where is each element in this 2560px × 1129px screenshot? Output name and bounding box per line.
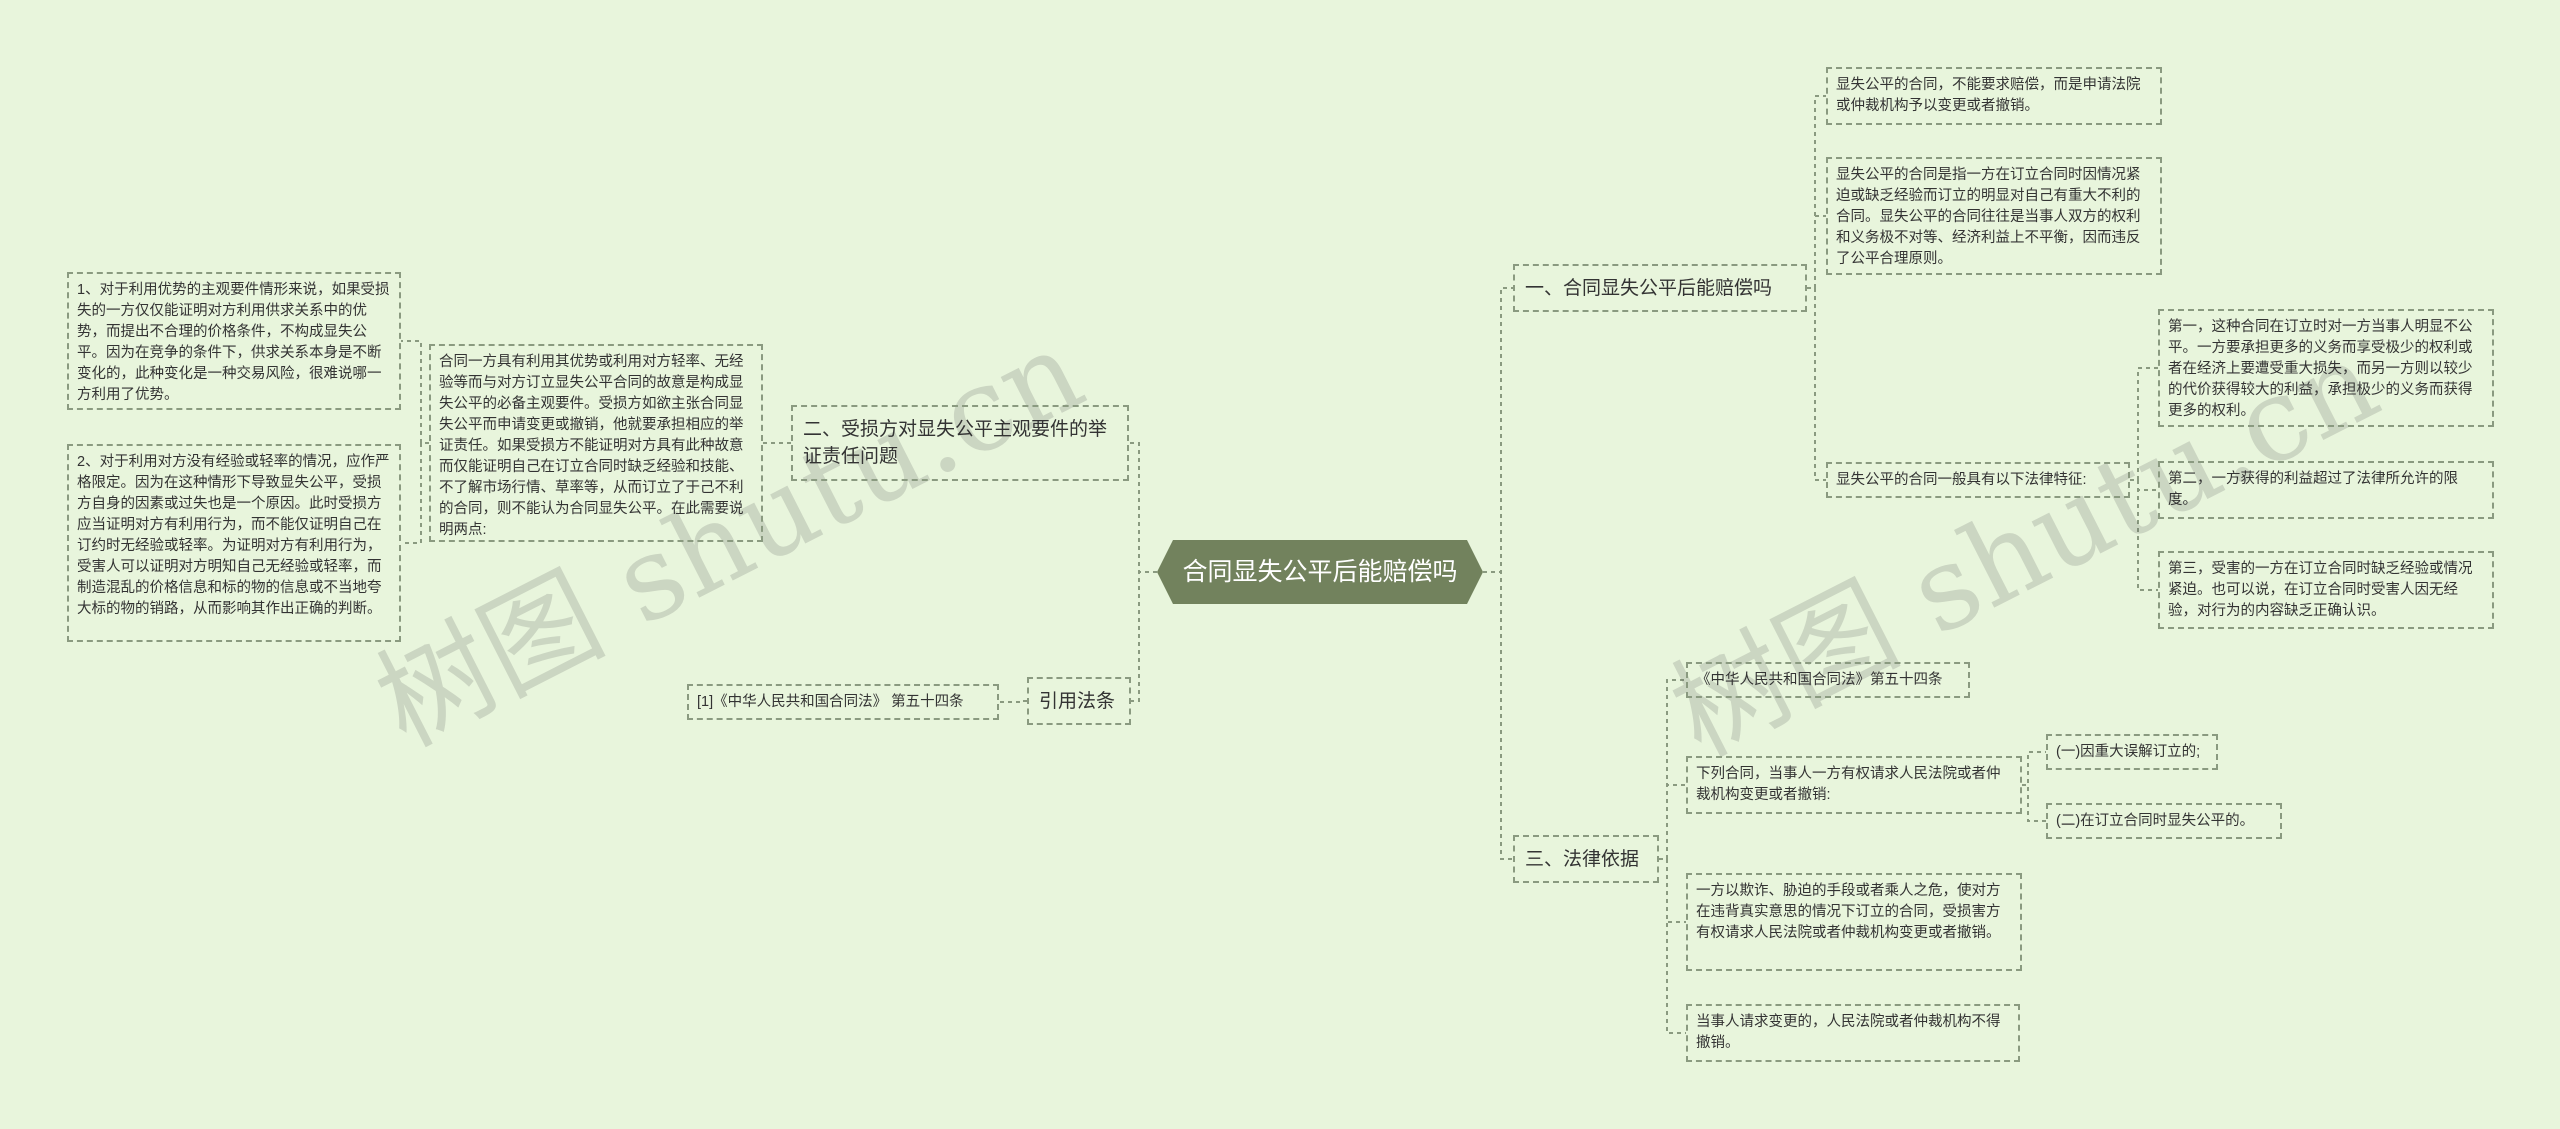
leaf-node-obvious-unfairness[interactable]: (二)在订立合同时显失公平的。 bbox=[2046, 803, 2282, 839]
leaf-node-no-compensation[interactable]: 显失公平的合同，不能要求赔偿，而是申请法院或仲裁机构予以变更或者撤销。 bbox=[1826, 67, 2162, 125]
leaf-node-fraud-duress[interactable]: 一方以欺诈、胁迫的手段或者乘人之危，使对方在违背真实意思的情况下订立的合同，受损… bbox=[1686, 873, 2022, 971]
link-b2c1-1 bbox=[401, 442, 429, 544]
link-root-right-1 bbox=[1483, 571, 1513, 860]
leaf-node-feature-second[interactable]: 第二，一方获得的利益超过了法律所允许的限度。 bbox=[2158, 461, 2494, 519]
branch-node-compensation[interactable]: 一、合同显失公平后能赔偿吗 bbox=[1513, 264, 1807, 312]
branch-node-legal-basis[interactable]: 三、法律依据 bbox=[1513, 835, 1659, 883]
link-b1c3-2 bbox=[2130, 479, 2158, 591]
leaf-node-point-two[interactable]: 2、对于利用对方没有经验或轻率的情况，应作严格限定。因为在这种情形下导致显失公平… bbox=[67, 444, 401, 642]
leaf-node-subjective-element[interactable]: 合同一方具有利用其优势或利用对方轻率、无经验等而与对方订立显失公平合同的故意是构… bbox=[429, 344, 763, 542]
leaf-node-definition[interactable]: 显失公平的合同是指一方在订立合同时因情况紧迫或缺乏经验而订立的明显对自己有重大不… bbox=[1826, 157, 2162, 275]
root-node[interactable]: 合同显失公平后能赔偿吗 bbox=[1157, 540, 1483, 604]
leaf-node-change-request[interactable]: 当事人请求变更的，人民法院或者仲裁机构不得撤销。 bbox=[1686, 1004, 2020, 1062]
link-b3-3 bbox=[1659, 858, 1686, 1034]
link-b3-2 bbox=[1659, 858, 1686, 923]
link-root-left-0 bbox=[1129, 442, 1157, 573]
link-b4-0 bbox=[999, 700, 1027, 703]
link-b3-0 bbox=[1659, 679, 1686, 860]
link-b1c3-0 bbox=[2130, 367, 2158, 481]
leaf-node-feature-first[interactable]: 第一，这种合同在订立时对一方当事人明显不公平。一方要承担更多的义务而享受极少的权… bbox=[2158, 309, 2494, 427]
leaf-node-article-54[interactable]: 《中华人民共和国合同法》第五十四条 bbox=[1686, 662, 1970, 698]
link-b1-2 bbox=[1807, 287, 1826, 481]
branch-node-cited-laws[interactable]: 引用法条 bbox=[1027, 677, 1131, 725]
branch-node-burden-of-proof[interactable]: 二、受损方对显失公平主观要件的举证责任问题 bbox=[791, 405, 1129, 481]
leaf-node-citation[interactable]: [1]《中华人民共和国合同法》 第五十四条 bbox=[687, 684, 999, 720]
link-b3c2-0 bbox=[2022, 751, 2046, 786]
leaf-node-point-one[interactable]: 1、对于利用优势的主观要件情形来说，如果受损失的一方仅仅能证明对方利用供求关系中… bbox=[67, 272, 401, 410]
link-b3c2-1 bbox=[2022, 784, 2046, 822]
leaf-node-legal-features[interactable]: 显失公平的合同一般具有以下法律特征: bbox=[1826, 462, 2130, 498]
link-root-left-1 bbox=[1131, 571, 1157, 702]
link-root-right-0 bbox=[1483, 287, 1513, 573]
leaf-node-contracts-list[interactable]: 下列合同，当事人一方有权请求人民法院或者仲裁机构变更或者撤销: bbox=[1686, 756, 2022, 814]
leaf-node-major-misunderstanding[interactable]: (一)因重大误解订立的; bbox=[2046, 734, 2218, 770]
leaf-node-feature-third[interactable]: 第三，受害的一方在订立合同时缺乏经验或情况紧迫。也可以说，在订立合同时受害人因无… bbox=[2158, 551, 2494, 629]
link-b1-1 bbox=[1807, 215, 1826, 289]
link-b1c3-1 bbox=[2130, 479, 2158, 491]
link-b2c1-0 bbox=[401, 340, 429, 444]
link-b3-1 bbox=[1659, 784, 1686, 860]
link-b1-0 bbox=[1807, 95, 1826, 289]
